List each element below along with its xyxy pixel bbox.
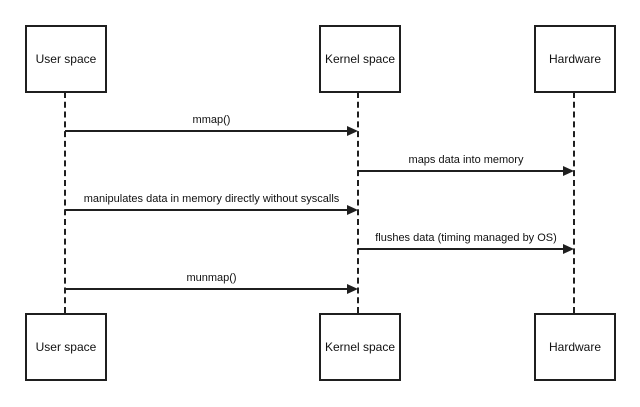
actor-box-kernel-space-top: Kernel space (319, 25, 401, 93)
actor-label: Hardware (548, 340, 602, 354)
lifeline-kernel-space (357, 92, 359, 313)
actor-label: User space (35, 52, 97, 66)
message-label-mmap: mmap() (192, 114, 231, 126)
message-label-munmap: munmap() (186, 272, 237, 284)
message-arrow-manipulates-data (65, 209, 348, 211)
actor-box-user-space-top: User space (25, 25, 107, 93)
message-arrow-mmap (65, 130, 348, 132)
message-label-flushes-data: flushes data (timing managed by OS) (375, 232, 557, 244)
message-label-manipulates-data: manipulates data in memory directly with… (83, 193, 340, 205)
actor-box-kernel-space-bottom: Kernel space (319, 313, 401, 381)
arrowhead-icon (347, 126, 358, 136)
message-arrow-munmap (65, 288, 348, 290)
lifeline-hardware (573, 92, 575, 313)
message-label-maps-data: maps data into memory (408, 154, 524, 166)
actor-label: User space (35, 340, 97, 354)
message-arrow-flushes-data (358, 248, 564, 250)
arrowhead-icon (347, 205, 358, 215)
message-arrow-maps-data (358, 170, 564, 172)
arrowhead-icon (347, 284, 358, 294)
actor-label: Hardware (548, 52, 602, 66)
actor-label: Kernel space (324, 340, 396, 354)
actor-box-hardware-bottom: Hardware (534, 313, 616, 381)
actor-box-hardware-top: Hardware (534, 25, 616, 93)
actor-box-user-space-bottom: User space (25, 313, 107, 381)
arrowhead-icon (563, 244, 574, 254)
arrowhead-icon (563, 166, 574, 176)
lifeline-user-space (64, 92, 66, 313)
actor-label: Kernel space (324, 52, 396, 66)
